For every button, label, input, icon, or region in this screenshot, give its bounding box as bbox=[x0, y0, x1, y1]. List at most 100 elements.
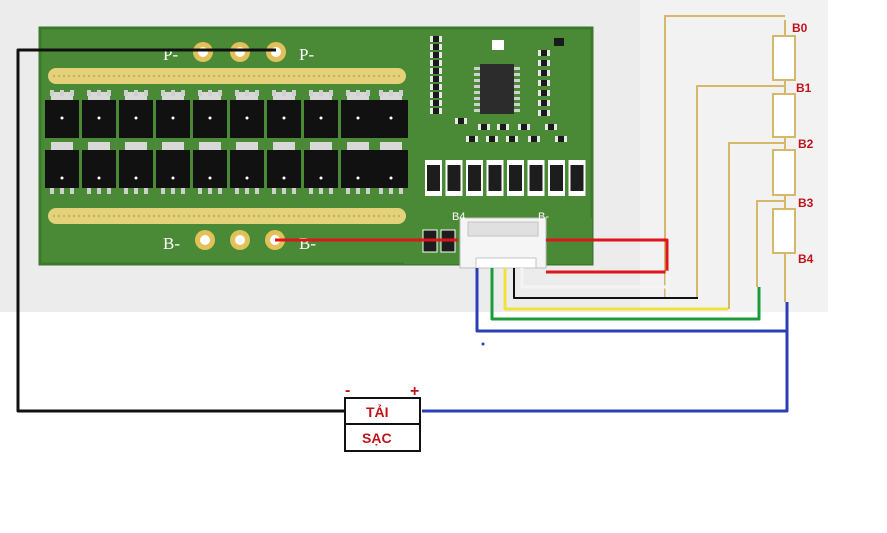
ic-pin bbox=[514, 109, 520, 112]
silk-dot bbox=[372, 214, 376, 218]
blue-dot bbox=[481, 342, 485, 346]
power-resistor bbox=[486, 160, 504, 196]
silk-dot bbox=[337, 74, 341, 78]
silk-dot bbox=[152, 214, 156, 218]
wire-blue-balance bbox=[475, 268, 789, 333]
silk-dot bbox=[222, 214, 226, 218]
smd-components bbox=[430, 36, 567, 142]
silk-dot bbox=[127, 214, 131, 218]
silk-dot bbox=[52, 214, 56, 218]
power-resistor bbox=[568, 160, 586, 196]
silk-dot bbox=[92, 214, 96, 218]
silk-dot bbox=[202, 74, 206, 78]
silk-dot bbox=[257, 74, 261, 78]
pad-label-p-left: P- bbox=[163, 45, 178, 64]
smd-part bbox=[455, 118, 467, 124]
smd-part bbox=[538, 70, 550, 76]
silk-dot bbox=[352, 74, 356, 78]
silk-dot bbox=[202, 214, 206, 218]
silk-dot bbox=[222, 74, 226, 78]
node-label-b3: B3 bbox=[798, 196, 814, 210]
pad-p-2 bbox=[230, 42, 250, 62]
mosfet bbox=[304, 90, 338, 138]
mosfet bbox=[304, 142, 338, 194]
silk-dot bbox=[322, 214, 326, 218]
silk-dot bbox=[187, 214, 191, 218]
silk-dot bbox=[257, 214, 261, 218]
power-resistor bbox=[425, 160, 442, 196]
node-label-b0: B0 bbox=[792, 21, 808, 35]
smd-part bbox=[430, 84, 442, 90]
silk-dot bbox=[142, 74, 146, 78]
silk-dot bbox=[117, 74, 121, 78]
silk-dot bbox=[142, 214, 146, 218]
silk-dot bbox=[212, 214, 216, 218]
ntc-part bbox=[492, 40, 504, 50]
silk-dot bbox=[122, 74, 126, 78]
silk-dot bbox=[57, 74, 61, 78]
load-label: TẢI bbox=[366, 404, 389, 420]
silk-dot bbox=[252, 214, 256, 218]
smd-part bbox=[554, 38, 564, 46]
charge-label: SẠC bbox=[362, 430, 392, 446]
silk-dot bbox=[172, 214, 176, 218]
silk-dot bbox=[377, 74, 381, 78]
smd-part bbox=[430, 100, 442, 106]
silk-dot bbox=[297, 74, 301, 78]
mosfet bbox=[341, 90, 375, 138]
mosfet bbox=[45, 142, 79, 194]
silk-dot bbox=[392, 214, 396, 218]
silk-dot bbox=[177, 74, 181, 78]
ic-pin bbox=[474, 67, 480, 70]
silk-dot bbox=[322, 74, 326, 78]
mosfet bbox=[267, 90, 301, 138]
silk-dot bbox=[317, 74, 321, 78]
smd-part bbox=[430, 76, 442, 82]
silk-dot bbox=[312, 74, 316, 78]
silk-dot bbox=[192, 74, 196, 78]
silk-dot bbox=[327, 74, 331, 78]
smd-part bbox=[538, 100, 550, 106]
silk-dot bbox=[337, 214, 341, 218]
silk-dot bbox=[67, 74, 71, 78]
silk-dot bbox=[227, 214, 231, 218]
silk-dot bbox=[172, 74, 176, 78]
silk-dot bbox=[252, 74, 256, 78]
smd-part bbox=[538, 90, 550, 96]
silk-dot bbox=[217, 214, 221, 218]
silk-dot bbox=[162, 214, 166, 218]
ic-pin bbox=[474, 109, 480, 112]
silk-bar-bottom bbox=[48, 208, 406, 224]
silk-dot bbox=[317, 214, 321, 218]
node-label-b4: B4 bbox=[798, 252, 814, 266]
ic-pin bbox=[474, 85, 480, 88]
mosfet bbox=[267, 142, 301, 194]
ic-pin bbox=[514, 67, 520, 70]
silk-dot bbox=[342, 214, 346, 218]
ic-chip bbox=[480, 64, 514, 114]
power-resistor bbox=[507, 160, 524, 196]
silk-dot bbox=[112, 74, 116, 78]
mosfet bbox=[374, 90, 408, 138]
ic-pin bbox=[514, 73, 520, 76]
silk-dot bbox=[332, 214, 336, 218]
silk-dot bbox=[102, 74, 106, 78]
silk-dot bbox=[287, 74, 291, 78]
smd-part bbox=[518, 124, 530, 130]
silk-dot bbox=[197, 74, 201, 78]
silk-dot bbox=[382, 214, 386, 218]
wire-yellow-balance bbox=[503, 268, 728, 311]
ic-pin bbox=[474, 73, 480, 76]
silk-dot bbox=[302, 214, 306, 218]
silk-dot bbox=[147, 74, 151, 78]
silk-dot bbox=[102, 214, 106, 218]
silk-bar-dots bbox=[52, 74, 401, 218]
wire-black-balance bbox=[513, 268, 698, 299]
ic-pin bbox=[514, 85, 520, 88]
ic-pin bbox=[514, 91, 520, 94]
mosfet bbox=[82, 142, 116, 194]
ic-pin bbox=[514, 103, 520, 106]
silk-dot bbox=[357, 74, 361, 78]
silk-dot bbox=[347, 214, 351, 218]
